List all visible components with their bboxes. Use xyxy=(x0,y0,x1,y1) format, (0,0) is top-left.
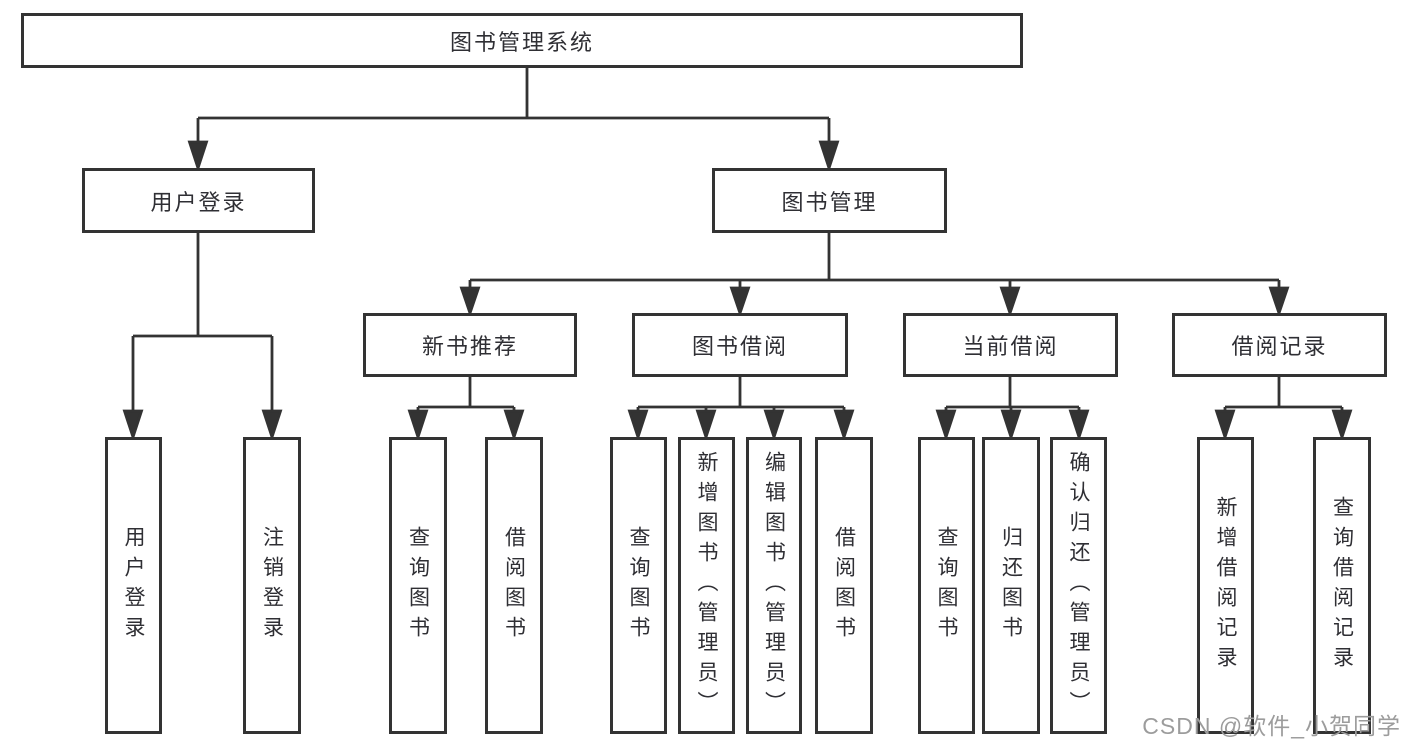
leaf-add-borrow-record-label: 新增借阅记录 xyxy=(1214,495,1237,676)
node-user-login: 用户登录 xyxy=(82,168,315,233)
leaf-logout-label: 注销登录 xyxy=(260,525,284,646)
leaf-query-borrow-record: 查询借阅记录 xyxy=(1313,437,1371,734)
node-borrow-record-label: 借阅记录 xyxy=(1231,334,1328,359)
leaf-query-book-current-label: 查询图书 xyxy=(935,525,958,646)
leaf-confirm-return-admin: 确认归还（管理员） xyxy=(1050,437,1107,734)
leaf-return-book-label: 归还图书 xyxy=(999,525,1023,646)
node-user-login-label: 用户登录 xyxy=(150,189,247,215)
node-book-borrow: 图书借阅 xyxy=(632,313,848,377)
node-book-management: 图书管理 xyxy=(712,168,947,233)
leaf-query-borrow-record-label: 查询借阅记录 xyxy=(1330,495,1354,676)
node-root: 图书管理系统 xyxy=(21,13,1023,68)
leaf-borrow-book-recommend: 借阅图书 xyxy=(485,437,543,734)
connector-bookmgmt-to-level3 xyxy=(459,233,1290,318)
leaf-user-login: 用户登录 xyxy=(105,437,162,734)
node-new-book-recommend: 新书推荐 xyxy=(363,313,577,377)
leaf-add-borrow-record: 新增借阅记录 xyxy=(1197,437,1254,734)
connector-root-to-level2 xyxy=(187,68,840,173)
leaf-query-book-recommend: 查询图书 xyxy=(389,437,447,734)
node-current-borrow: 当前借阅 xyxy=(903,313,1118,377)
node-borrow-record: 借阅记录 xyxy=(1172,313,1387,377)
leaf-borrow-book: 借阅图书 xyxy=(815,437,873,734)
leaf-add-book-admin-label: 新增图书（管理员） xyxy=(695,450,718,721)
connector-newbookrec-to-leaves xyxy=(407,377,525,442)
csdn-watermark: CSDN @软件_小贺同学 xyxy=(1142,713,1401,739)
node-root-label: 图书管理系统 xyxy=(449,29,594,55)
node-book-management-label: 图书管理 xyxy=(781,189,878,215)
node-new-book-recommend-label: 新书推荐 xyxy=(421,334,518,359)
connector-currentborrow-to-leaves xyxy=(935,377,1090,442)
leaf-borrow-book-recommend-label: 借阅图书 xyxy=(502,525,526,646)
node-book-borrow-label: 图书借阅 xyxy=(691,334,788,359)
node-current-borrow-label: 当前借阅 xyxy=(962,334,1059,359)
connector-borrowrecord-to-leaves xyxy=(1214,377,1353,442)
leaf-logout: 注销登录 xyxy=(243,437,301,734)
leaf-borrow-book-label: 借阅图书 xyxy=(832,525,856,646)
leaf-query-book-borrow-label: 查询图书 xyxy=(627,525,650,646)
leaf-user-login-label: 用户登录 xyxy=(122,525,145,646)
connector-userlogin-to-leaves xyxy=(122,233,283,442)
leaf-query-book-current: 查询图书 xyxy=(918,437,975,734)
leaf-return-book: 归还图书 xyxy=(982,437,1040,734)
leaf-confirm-return-admin-label: 确认归还（管理员） xyxy=(1067,450,1090,721)
connector-bookborrow-to-leaves xyxy=(627,377,855,442)
leaf-add-book-admin: 新增图书（管理员） xyxy=(678,437,735,734)
leaf-edit-book-admin: 编辑图书（管理员） xyxy=(746,437,802,734)
leaf-query-book-recommend-label: 查询图书 xyxy=(406,525,430,646)
leaf-edit-book-admin-label: 编辑图书（管理员） xyxy=(762,450,786,721)
leaf-query-book-borrow: 查询图书 xyxy=(610,437,667,734)
